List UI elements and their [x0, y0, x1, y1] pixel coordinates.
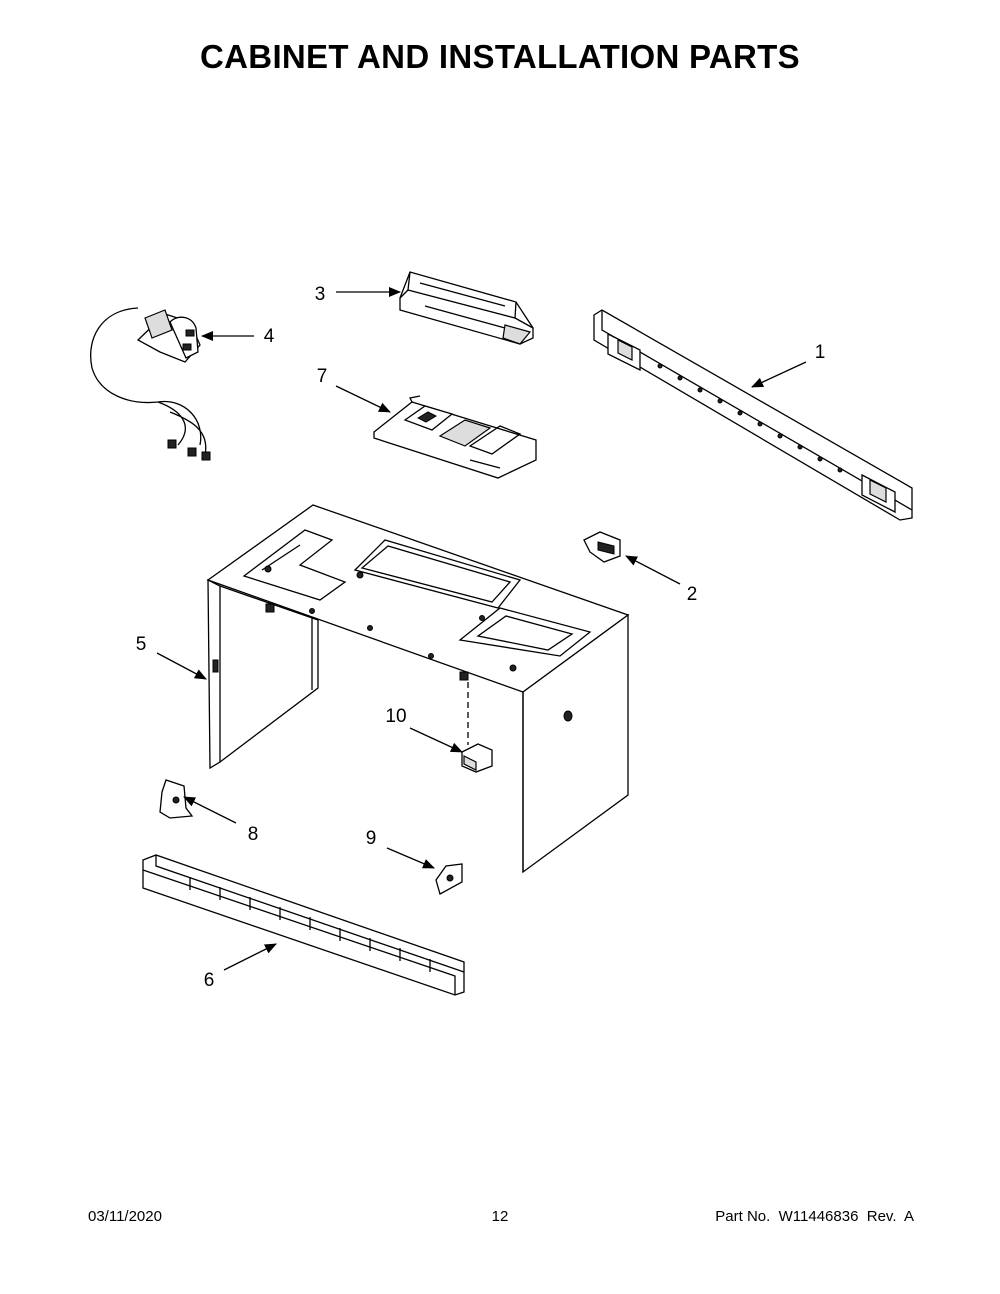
- callout-6: 6: [204, 970, 215, 991]
- callout-9: 9: [366, 828, 377, 849]
- part-7-plate: [373, 395, 537, 479]
- part-4-power-cord: [90, 307, 211, 461]
- callout-2: 2: [687, 584, 698, 605]
- part-9-bracket: [435, 863, 463, 895]
- footer-date: 03/11/2020: [88, 1208, 162, 1225]
- callout-7: 7: [317, 366, 328, 387]
- footer-part-number: Part No. W11446836 Rev. A: [715, 1208, 914, 1225]
- part-6-front-trim: [142, 854, 465, 996]
- part-1-mounting-rail: [593, 309, 913, 521]
- part-2-clip: [583, 531, 621, 563]
- part-8-bracket: [159, 779, 194, 819]
- part-3-damper: [399, 271, 534, 345]
- callout-5: 5: [136, 634, 147, 655]
- callout-3: 3: [315, 284, 326, 305]
- callout-leaders: [156, 287, 807, 971]
- callout-1: 1: [815, 342, 826, 363]
- callout-8: 8: [248, 824, 259, 845]
- callout-10: 10: [385, 706, 406, 727]
- part-10-connector: [461, 682, 493, 773]
- callout-4: 4: [264, 326, 275, 347]
- part-5-cabinet: [206, 504, 630, 874]
- page-title: CABINET AND INSTALLATION PARTS: [200, 38, 800, 75]
- footer-page-number: 12: [491, 1208, 509, 1225]
